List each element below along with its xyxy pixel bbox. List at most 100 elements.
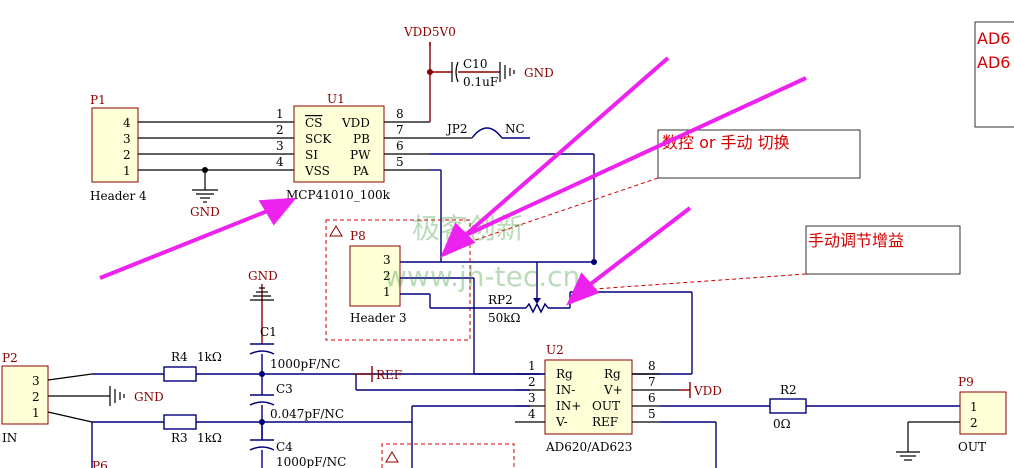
u1-pin5-name: PA (353, 164, 369, 178)
u1-part: MCP41010_100k (286, 188, 391, 202)
p2-pin2: 2 (32, 390, 40, 404)
c1-capacitor[interactable]: C1 1000pF/NC (249, 325, 340, 371)
note-switch-mode: 数控 or 手动 切换 (445, 129, 861, 251)
p8-header[interactable]: P8 3 2 1 Header 3 (325, 219, 471, 341)
u1-pin2-num: 2 (276, 123, 284, 137)
u1-right-pin-wires (384, 121, 430, 171)
arrow-to-rp2 (566, 206, 692, 306)
r2-value: 0Ω (773, 417, 791, 431)
u1-pin4-name: VSS (304, 164, 330, 178)
c1-value: 1000pF/NC (270, 357, 340, 371)
p9-pin1: 1 (970, 400, 978, 414)
u1-pin1-name: CS (305, 116, 322, 130)
u1-pin8-name: VDD (341, 116, 370, 130)
p1-name: Header 4 (90, 189, 147, 203)
u2-pin2-name: IN- (556, 383, 575, 397)
c4-ref: C4 (276, 440, 293, 454)
p6-ref: P6 (92, 459, 108, 468)
note-switch-mode-text: 数控 or 手动 切换 (662, 133, 790, 152)
p1-body (91, 107, 139, 183)
u2-pin8-name: Rg (604, 367, 621, 381)
c10-ref: C10 (463, 57, 487, 71)
p1-ref: P1 (90, 93, 106, 107)
r3-ref: R3 (171, 431, 188, 445)
u2-pin1-name: Rg (556, 367, 573, 381)
p2-name: IN (2, 431, 17, 445)
ref-label: REF (376, 368, 402, 382)
gnd-label-p1: GND (190, 205, 220, 219)
r4-ref: R4 (171, 350, 188, 364)
p9-gnd (896, 421, 960, 461)
corner-note-line2: AD6 (977, 53, 1010, 72)
corner-note-box (974, 21, 1014, 128)
u2-instrumentation-amp[interactable]: U2 1 2 3 4 Rg IN- IN+ V- Rg V+ OUT REF 8… (528, 343, 656, 454)
u2-pin2-num: 2 (528, 375, 536, 389)
p1-pin3: 3 (123, 132, 131, 146)
u1-pin7-name: PB (353, 132, 370, 146)
p9-pin2: 2 (970, 416, 978, 430)
p2-header[interactable]: P2 3 2 1 IN (1, 351, 49, 445)
vdd-u2: VDD (680, 382, 722, 398)
p2-ref: P2 (2, 351, 18, 365)
gnd-label-p2: GND (134, 390, 164, 404)
c4-capacitor[interactable]: C4 1000pF/NC (249, 439, 346, 468)
u2-pin8-num: 8 (648, 359, 656, 373)
c3-value: 0.047pF/NC (270, 407, 344, 421)
r4-resistor[interactable]: R4 1kΩ (163, 350, 222, 382)
annotation-arrows (99, 56, 807, 306)
c10-value: 0.1uF (463, 75, 498, 89)
u1-pin1-num: 1 (276, 107, 284, 121)
p1-pin4: 4 (123, 116, 131, 130)
r3-resistor[interactable]: R3 1kΩ (163, 414, 222, 445)
rp2-ref: RP2 (488, 293, 513, 307)
u1-ref: U1 (327, 92, 345, 106)
r2-resistor[interactable]: R2 0Ω (769, 383, 807, 431)
u2-pin7-num: 7 (648, 375, 656, 389)
gnd-label-c10: GND (524, 66, 554, 80)
c3-capacitor[interactable]: C3 0.047pF/NC (249, 382, 344, 421)
u1-pin8-num: 8 (396, 107, 404, 121)
p9-header[interactable]: P9 1 2 OUT (958, 375, 1007, 454)
ref-flag: REF (356, 366, 402, 382)
gnd-symbol-c1: GND (248, 269, 278, 301)
p1-header[interactable]: P1 4 3 2 1 Header 4 (90, 93, 147, 203)
p8-dashed-outline (325, 219, 471, 341)
p2-body (1, 365, 49, 425)
jp2-ref: JP2 (445, 122, 468, 136)
watermark: 极客创新 www.jh-tec.cn (384, 212, 580, 293)
jp2-jumper[interactable]: JP2 NC (430, 122, 530, 139)
p8-pin2: 2 (383, 269, 391, 283)
u1-digipot[interactable]: U1 1 2 3 4 CS SCK SI VSS VDD PB PW PA 8 … (276, 92, 404, 202)
gnd-label-c1: GND (248, 269, 278, 283)
p8-pin3: 3 (383, 253, 391, 267)
u1-pin7-num: 7 (396, 123, 404, 137)
u2-pin3-name: IN+ (556, 399, 581, 413)
jp2-value: NC (505, 122, 525, 136)
corner-note: AD6 AD6 (974, 21, 1014, 128)
input-net-wires (196, 300, 545, 468)
vdd5v0-label: VDD5V0 (403, 25, 456, 39)
pw-net-wires (400, 153, 597, 265)
watermark-line2: www.jh-tec.cn (384, 260, 580, 293)
u2-pin5-name: REF (592, 415, 618, 429)
u2-body (544, 359, 633, 435)
c3-ref: C3 (276, 382, 293, 396)
c10-capacitor[interactable]: C10 0.1uF (463, 57, 498, 89)
r2-ref: R2 (780, 383, 797, 397)
p9-ref: P9 (958, 375, 974, 389)
gnd-symbol-p1: GND (190, 189, 220, 219)
vdd-label-u2: VDD (693, 384, 722, 398)
u2-pin7-name: V+ (603, 383, 623, 397)
p9-body (959, 391, 1007, 435)
p8-pin1: 1 (383, 285, 391, 299)
p2-pin1: 1 (32, 406, 40, 420)
rp2-potentiometer[interactable]: RP2 50kΩ (488, 262, 570, 325)
u1-pin5-num: 5 (396, 155, 404, 169)
u1-pin2-name: SCK (305, 132, 332, 146)
u2-ref: U2 (546, 343, 564, 357)
out-net-wires (660, 405, 960, 468)
c1-ref: C1 (260, 325, 277, 339)
p1-pin1: 1 (123, 164, 131, 178)
u2-pin4-num: 4 (528, 407, 536, 421)
